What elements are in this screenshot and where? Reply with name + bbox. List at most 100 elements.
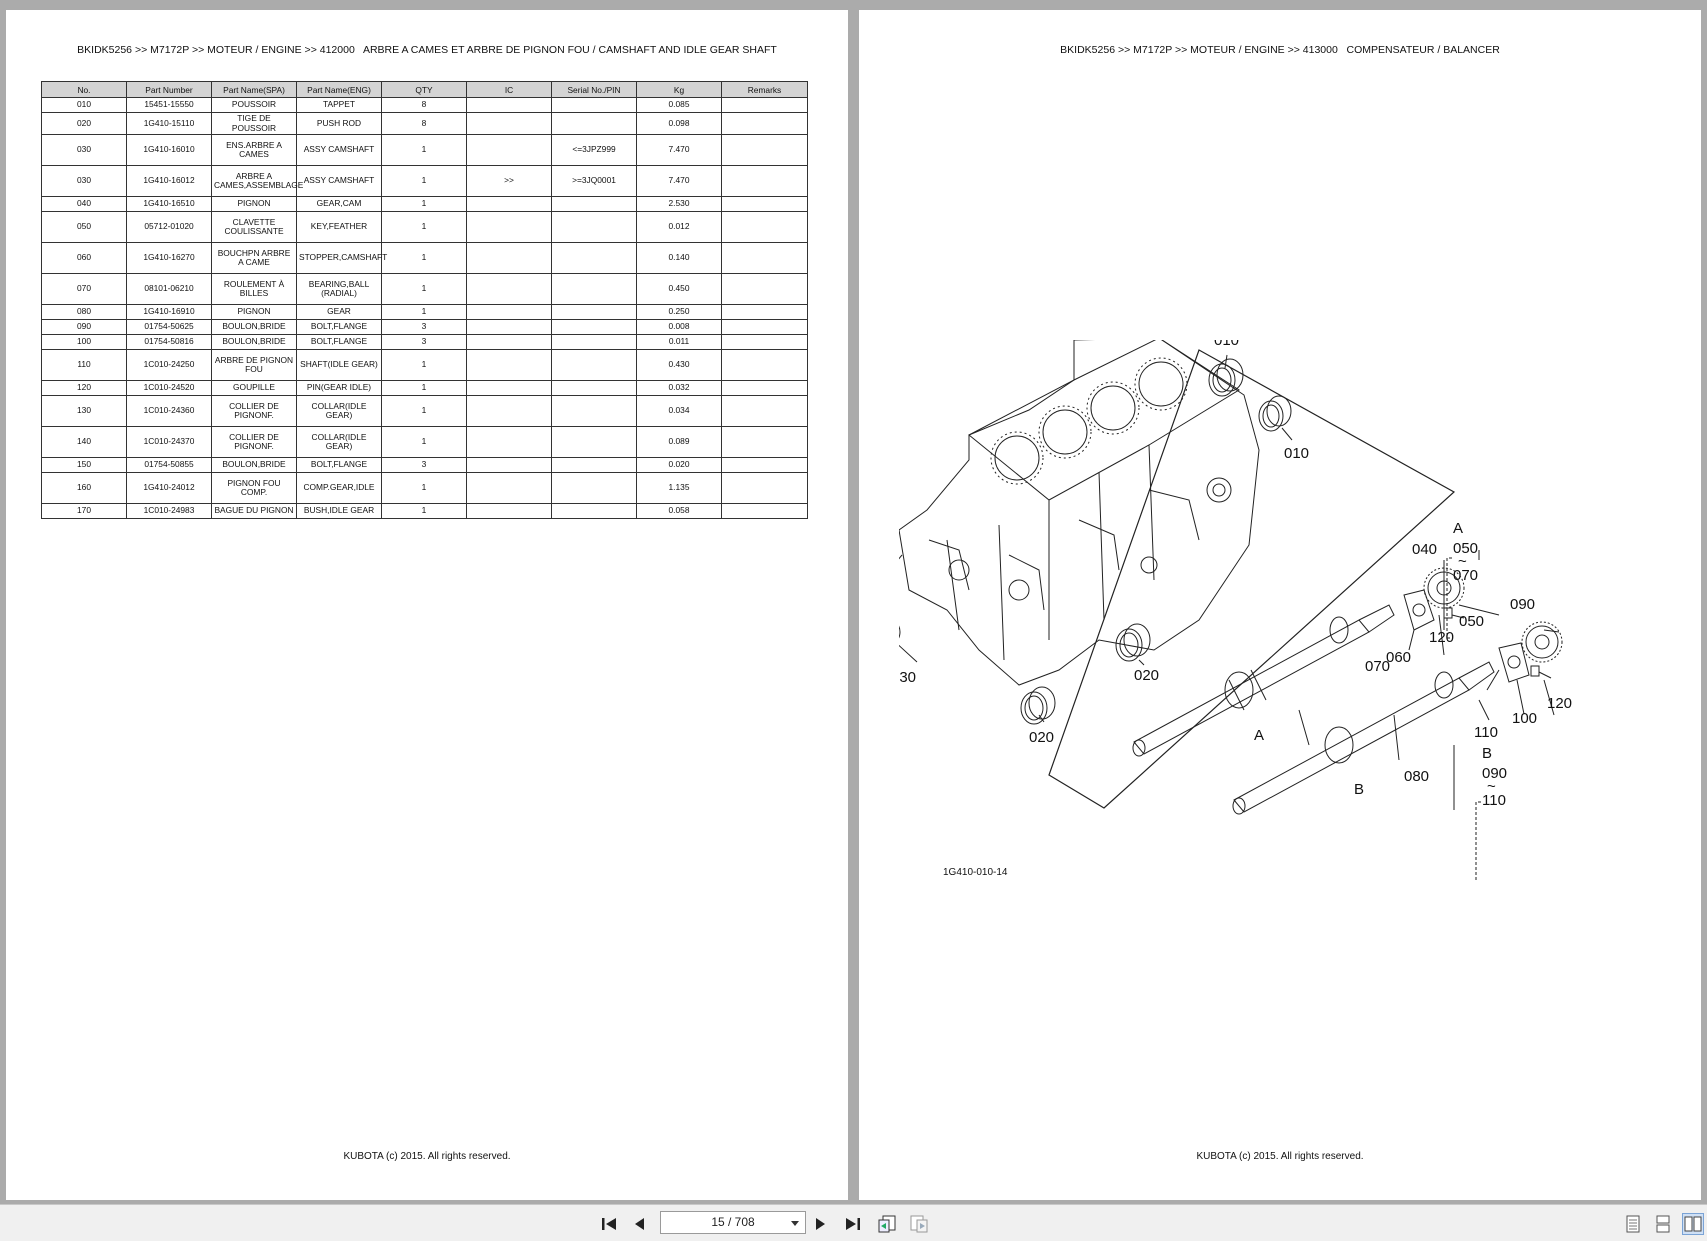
table-cell: 1G410-16012 xyxy=(126,165,212,197)
cylinder-bore xyxy=(1134,357,1188,411)
single-page-view-icon[interactable] xyxy=(1622,1213,1644,1235)
table-cell xyxy=(551,380,637,396)
callout-050: 050 xyxy=(1459,613,1484,630)
table-cell: 0.008 xyxy=(636,319,722,335)
table-cell xyxy=(551,211,637,243)
table-cell xyxy=(721,304,808,320)
table-cell: 7.470 xyxy=(636,165,722,197)
table-cell xyxy=(466,395,552,427)
table-cell: BOULON,BRIDE xyxy=(211,457,297,473)
table-cell: 1 xyxy=(381,395,467,427)
column-header: Part Name(SPA) xyxy=(211,81,297,98)
page-number-field[interactable]: 15 / 708 xyxy=(660,1211,806,1234)
callout-b: B xyxy=(1354,781,1364,798)
table-cell: 8 xyxy=(381,97,467,113)
table-cell: 0.450 xyxy=(636,273,722,305)
table-cell: 01754-50625 xyxy=(126,319,212,335)
table-cell xyxy=(721,349,808,381)
back-view-icon[interactable] xyxy=(876,1213,898,1235)
table-cell: PIGNON FOU COMP. xyxy=(211,472,297,504)
chevron-down-icon[interactable] xyxy=(791,1221,799,1226)
table-cell xyxy=(721,426,808,458)
table-cell: COLLIER DE PIGNONF. xyxy=(211,395,297,427)
table-cell xyxy=(466,196,552,212)
table-cell xyxy=(721,242,808,274)
prev-page-icon[interactable] xyxy=(628,1213,650,1235)
table-cell: BOLT,FLANGE xyxy=(296,334,382,350)
table-cell xyxy=(721,334,808,350)
table-cell: 1G410-16270 xyxy=(126,242,212,274)
cylinder-bore xyxy=(1038,405,1092,459)
last-page-icon[interactable] xyxy=(842,1213,864,1235)
table-cell: 030 xyxy=(41,134,127,166)
first-page-icon[interactable] xyxy=(598,1213,620,1235)
table-cell: 010 xyxy=(41,97,127,113)
forward-view-icon[interactable] xyxy=(908,1213,930,1235)
table-cell: BUSH,IDLE GEAR xyxy=(296,503,382,519)
table-cell xyxy=(466,503,552,519)
next-page-icon[interactable] xyxy=(810,1213,832,1235)
callout-100: 100 xyxy=(1512,710,1537,727)
table-cell: PIGNON xyxy=(211,196,297,212)
table-cell: 1C010-24360 xyxy=(126,395,212,427)
table-cell xyxy=(466,457,552,473)
bush-020-lower xyxy=(1020,686,1056,725)
right-document-page: BKIDK5256 >> M7172P >> MOTEUR / ENGINE >… xyxy=(859,10,1701,1200)
bush-010-upper xyxy=(1208,358,1244,397)
two-page-view-icon[interactable] xyxy=(1682,1213,1704,1235)
table-cell xyxy=(721,472,808,504)
table-cell: TAPPET xyxy=(296,97,382,113)
table-cell: 1 xyxy=(381,503,467,519)
table-cell: 05712-01020 xyxy=(126,211,212,243)
table-cell: >> xyxy=(466,165,552,197)
column-header: QTY xyxy=(381,81,467,98)
pdf-viewer-toolbar: 15 / 708 xyxy=(0,1204,1707,1241)
table-cell xyxy=(551,349,637,381)
callout-030: 030 xyxy=(899,669,916,686)
table-cell: 1 xyxy=(381,472,467,504)
table-cell: 1 xyxy=(381,242,467,274)
table-cell: 0.140 xyxy=(636,242,722,274)
table-cell: 01754-50816 xyxy=(126,334,212,350)
table-cell: 0.020 xyxy=(636,457,722,473)
table-cell: 1C010-24250 xyxy=(126,349,212,381)
table-cell: 0.098 xyxy=(636,112,722,135)
table-cell: 01754-50855 xyxy=(126,457,212,473)
table-cell xyxy=(721,273,808,305)
group-a-end: 070 xyxy=(1453,567,1478,584)
table-cell: 1 xyxy=(381,165,467,197)
continuous-view-icon[interactable] xyxy=(1652,1213,1674,1235)
callout-010: 010 xyxy=(1284,445,1309,462)
table-cell: KEY,FEATHER xyxy=(296,211,382,243)
table-cell xyxy=(551,457,637,473)
table-cell: 0.250 xyxy=(636,304,722,320)
table-cell: ROULEMENT À BILLES xyxy=(211,273,297,305)
group-b-end: 110 xyxy=(1482,792,1506,809)
column-header: Part Name(ENG) xyxy=(296,81,382,98)
table-cell xyxy=(466,211,552,243)
table-cell: 170 xyxy=(41,503,127,519)
table-cell: 1.135 xyxy=(636,472,722,504)
table-cell: COLLAR(IDLE GEAR) xyxy=(296,426,382,458)
table-cell: 080 xyxy=(41,304,127,320)
table-cell xyxy=(551,273,637,305)
group-a-tilde: ~ xyxy=(1458,553,1467,570)
table-cell xyxy=(466,319,552,335)
table-cell: 1C010-24370 xyxy=(126,426,212,458)
table-cell: CLAVETTE COULISSANTE xyxy=(211,211,297,243)
table-cell xyxy=(466,134,552,166)
table-cell: 3 xyxy=(381,334,467,350)
cylinder-bore xyxy=(1086,381,1140,435)
table-cell: TIGE DE POUSSOIR xyxy=(211,112,297,135)
callout-120: 120 xyxy=(1547,695,1572,712)
exploded-parts-diagram: 010 010 030 030 020 020 040 050 120 060 … xyxy=(899,340,1572,880)
